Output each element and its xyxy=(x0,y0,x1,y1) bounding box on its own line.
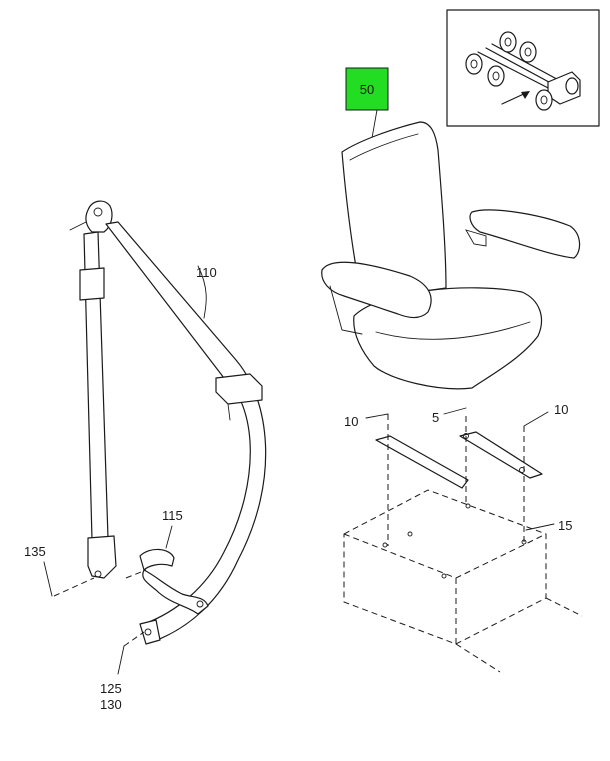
seat xyxy=(321,121,581,390)
inset-wheels xyxy=(465,31,579,111)
callout-10-right[interactable]: 10 xyxy=(554,402,568,417)
callout-115[interactable]: 115 xyxy=(162,508,183,523)
seat-base xyxy=(343,489,583,673)
seat-base-top-edges xyxy=(343,533,547,579)
dash-115 xyxy=(125,569,147,579)
seat-belt xyxy=(69,200,267,645)
mount-plate-right xyxy=(459,431,543,479)
belt-tongue-hole xyxy=(144,628,152,636)
seat-backrest-seam xyxy=(349,133,419,161)
inset-rail-mid xyxy=(485,47,561,89)
base-hole-1 xyxy=(382,542,388,548)
leader-135 xyxy=(43,561,53,597)
seat-base-floor-line-1 xyxy=(455,643,501,673)
mounting-hardware xyxy=(365,407,555,546)
callout-5[interactable]: 5 xyxy=(432,410,439,425)
base-hole-3 xyxy=(465,503,471,509)
lap-buckle-head xyxy=(139,548,175,571)
callout-135[interactable]: 135 xyxy=(24,544,46,559)
leader-50 xyxy=(371,109,378,139)
callout-125[interactable]: 125 xyxy=(100,681,122,696)
lap-buckle xyxy=(139,548,209,615)
inset-rail-left xyxy=(477,51,557,93)
callout-50-group[interactable]: 50 xyxy=(345,67,389,139)
dash-125 xyxy=(123,631,145,647)
leader-10-right xyxy=(523,411,549,427)
belt-lower-buckle xyxy=(87,535,117,579)
mount-plate-left xyxy=(375,435,469,489)
lap-buckle-hole xyxy=(196,600,204,608)
seat-backrest xyxy=(341,121,447,301)
leader-10-left xyxy=(365,413,389,419)
leader-125 xyxy=(117,645,125,675)
callout-10-left[interactable]: 10 xyxy=(344,414,358,429)
belt-shoulder-strap xyxy=(105,221,267,643)
callout-50-box[interactable] xyxy=(345,67,389,111)
belt-tongue xyxy=(139,619,161,645)
belt-d-ring-bolt xyxy=(93,207,103,217)
leader-5 xyxy=(443,407,467,415)
belt-guide-clip xyxy=(79,267,105,301)
locator-inset xyxy=(446,9,600,127)
seat-base-outline xyxy=(343,489,547,645)
callout-130[interactable]: 130 xyxy=(100,697,122,712)
seat-base-floor-line-2 xyxy=(545,597,583,617)
seat-cushion-seam xyxy=(375,321,531,340)
belt-lower-buckle-hole xyxy=(94,570,102,578)
callout-50[interactable]: 50 xyxy=(360,82,374,97)
callout-110[interactable]: 110 xyxy=(196,265,217,280)
seat-armrest-left xyxy=(321,261,432,319)
callout-15[interactable]: 15 xyxy=(558,518,572,533)
inset-arrow-head xyxy=(521,91,530,99)
inset-frame xyxy=(446,9,600,127)
leader-110 xyxy=(197,265,207,319)
base-hole-2 xyxy=(407,531,413,537)
belt-slider-edge xyxy=(227,403,231,421)
seat-armrest-right-bracket xyxy=(465,229,487,247)
leader-15 xyxy=(525,523,555,531)
seat-armrest-left-support xyxy=(329,285,363,335)
belt-strap-slider xyxy=(215,373,263,405)
lap-buckle-webbing xyxy=(142,569,209,615)
seat-armrest-right xyxy=(469,209,581,259)
base-hole-5 xyxy=(441,573,447,579)
dash-135 xyxy=(53,577,95,597)
belt-anchor-line xyxy=(69,221,87,231)
leader-115 xyxy=(165,525,173,549)
